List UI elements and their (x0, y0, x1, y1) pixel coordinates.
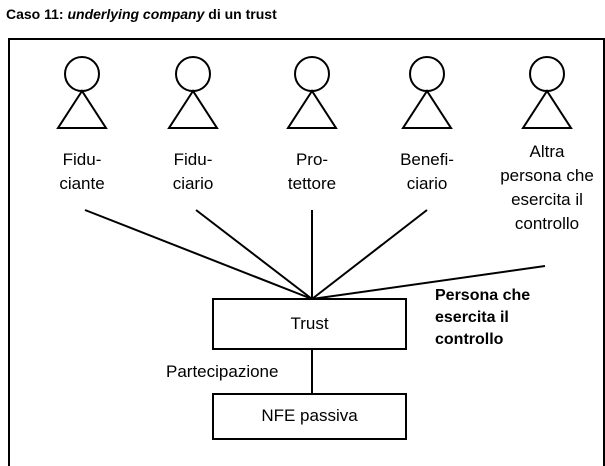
control-person-label: Persona che esercita il controllo (435, 285, 530, 351)
edge-beneficiario-trust (311, 209, 428, 300)
person-label-line: Altra (529, 142, 565, 161)
person-icon-fiduciario (167, 56, 219, 129)
partecipazione-label: Partecipazione (166, 362, 279, 381)
person-label-line: Pro- (295, 150, 329, 169)
person-icon-protettore (286, 56, 338, 129)
control-person-line: controllo (435, 331, 504, 348)
edge-fiduciario-trust (195, 209, 313, 300)
person-label-line: Fidu- (173, 150, 213, 169)
person-label-protettore: Pro- tettore (257, 148, 367, 196)
person-label-line: ciante (59, 174, 105, 193)
diagram-title: Caso 11: underlying company di un trust (6, 6, 277, 22)
title-prefix: Caso 11: (6, 6, 68, 22)
person-label-altra-persona: Altra persona che esercita il controllo (488, 140, 605, 236)
trust-box (212, 298, 407, 350)
person-label-line: controllo (514, 214, 580, 233)
trust-label: Trust (290, 314, 329, 333)
title-emphasis: underlying company (67, 6, 205, 22)
person-icon-altra-persona (521, 56, 573, 129)
nfe-label: NFE passiva (261, 406, 358, 425)
person-label-fiduciario: Fidu- ciario (138, 148, 248, 196)
person-label-line: ciario (172, 174, 214, 193)
edge-fiduciante-trust (84, 209, 313, 300)
person-label-fiduciante: Fidu- ciante (27, 148, 137, 196)
nfe-box (212, 393, 407, 440)
person-icon-fiduciante (56, 56, 108, 129)
person-icon-beneficiario (401, 56, 453, 129)
outer-frame (8, 38, 605, 466)
person-label-line: Benefi- (400, 150, 454, 169)
person-label-beneficiario: Benefi- ciario (372, 148, 482, 196)
person-label-line: Fidu- (62, 150, 102, 169)
edge-altra-persona-trust (311, 265, 546, 300)
person-label-line: ciario (406, 174, 448, 193)
person-label-line: persona che (500, 166, 594, 185)
control-person-line: esercita il (435, 309, 509, 326)
title-suffix: di un trust (204, 6, 277, 22)
person-label-line: tettore (287, 174, 337, 193)
person-label-line: esercita il (511, 190, 583, 209)
control-person-line: Persona che (435, 287, 531, 304)
